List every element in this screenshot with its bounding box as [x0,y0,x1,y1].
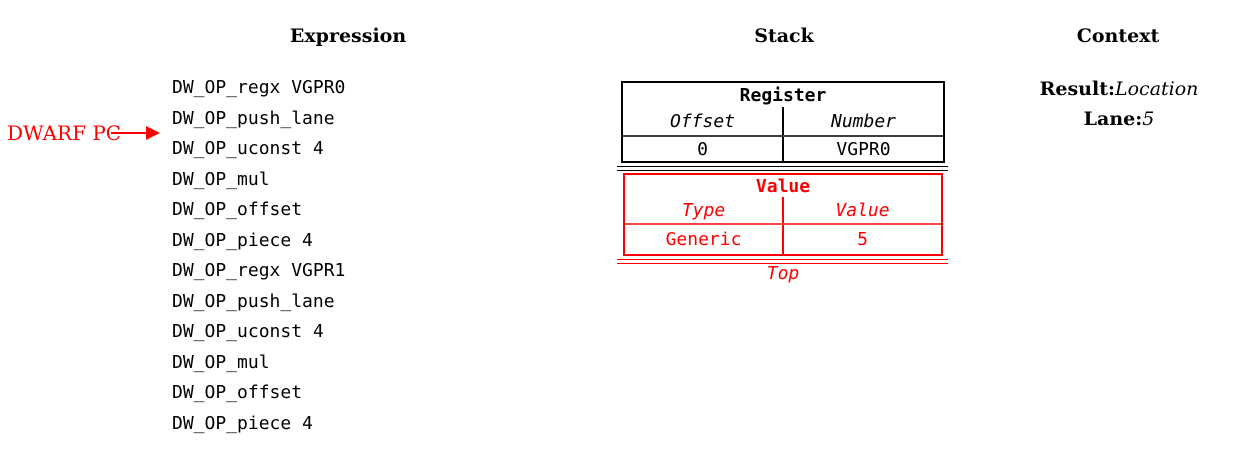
context-field-value: Location [1114,78,1199,100]
stack-register-table: Register Offset Number 0 VGPR0 [621,81,945,163]
expression-instruction-list: DW_OP_regx VGPR0 DW_OP_push_lane DW_OP_u… [172,73,345,439]
instruction-line: DW_OP_offset [172,199,303,220]
expression-column-header: Expression [289,25,407,47]
instruction-line: DW_OP_regx VGPR0 [172,77,346,98]
value-table-header-row: Type Value [625,197,941,225]
stack-column-header: Stack [754,25,814,47]
value-value-value: 5 [782,225,941,254]
value-table-value-row: Generic 5 [625,225,941,254]
dwarf-pc-arrow-icon [146,126,160,140]
instruction-line: DW_OP_mul [172,351,270,373]
value-table-title: Value [755,175,811,197]
dwarf-pc-label: DWARF PC [7,121,122,145]
value-type-value: Generic [665,229,742,250]
stack-entry-separator-line [617,166,948,171]
context-field-label: Result: [1039,78,1115,100]
stack-value-table: Value Type Value Generic 5 [623,173,943,256]
register-table-title: Register [739,84,827,106]
instruction-line: DW_OP_piece 4 [172,229,313,251]
instruction-line: DW_OP_uconst 4 [172,321,324,342]
register-number-value: VGPR0 [782,137,943,161]
context-column-header: Context [1076,25,1160,47]
instruction-line: DW_OP_offset [172,382,303,403]
register-number-header: Number [782,107,943,135]
register-offset-value: 0 [697,138,708,160]
stack-top-label: Top [766,263,800,284]
instruction-line: DW_OP_regx VGPR1 [172,260,346,281]
context-field-label: Lane: [1083,108,1143,130]
instruction-line: DW_OP_uconst 4 [172,138,324,159]
context-field-list: Result:Location Lane:5 [1040,74,1199,134]
stack-top-separator-line [617,259,948,264]
register-table-header-row: Offset Number [623,107,943,137]
register-offset-header: Offset [669,110,736,132]
instruction-line: DW_OP_piece 4 [172,412,313,434]
context-field-value: 5 [1142,108,1155,130]
context-field: Result:Location [1040,74,1199,104]
value-type-header: Type [681,199,726,221]
register-table-value-row: 0 VGPR0 [623,137,943,161]
context-field: Lane:5 [1040,104,1199,134]
value-value-header: Value [782,197,941,223]
instruction-line: DW_OP_push_lane [172,290,335,312]
instruction-line: DW_OP_push_lane [172,107,335,129]
instruction-line: DW_OP_mul [172,168,270,190]
dwarf-pc-arrow-line [111,132,147,134]
